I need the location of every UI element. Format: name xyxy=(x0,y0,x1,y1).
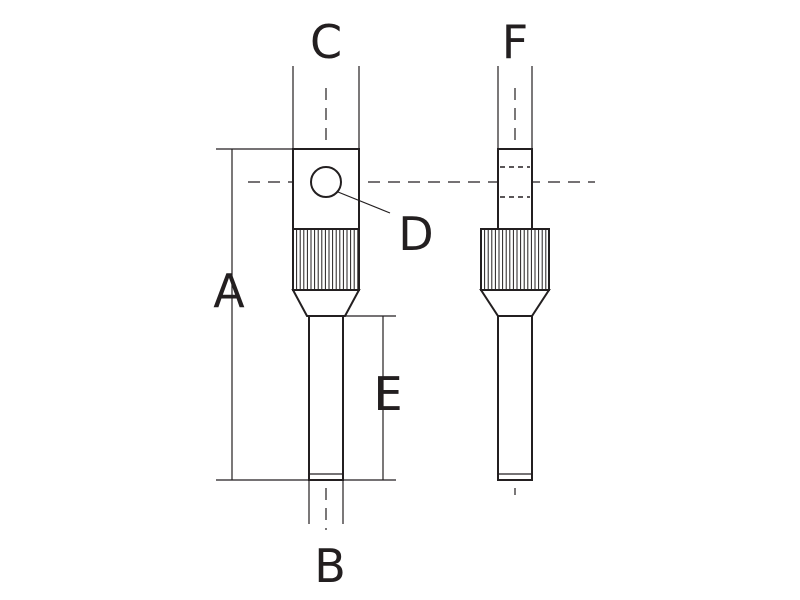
front-knurl-band xyxy=(292,228,360,291)
label-f: F xyxy=(502,15,528,69)
side-view xyxy=(479,88,551,495)
front-knurl-lines xyxy=(296,229,359,290)
front-taper xyxy=(291,289,361,317)
label-c: C xyxy=(310,15,342,69)
dimensions xyxy=(216,66,533,524)
label-e: E xyxy=(373,367,402,421)
side-head-block xyxy=(497,148,533,230)
label-b: B xyxy=(314,539,346,593)
front-view xyxy=(291,88,361,530)
front-hole xyxy=(310,166,342,198)
side-taper xyxy=(479,289,551,317)
side-knurl-lines xyxy=(484,229,547,290)
side-knurl-band xyxy=(480,228,550,291)
front-shaft xyxy=(308,315,344,481)
label-d: D xyxy=(398,207,433,261)
side-shaft xyxy=(497,315,533,481)
dim-d-leader xyxy=(337,191,391,214)
label-a: A xyxy=(213,264,245,318)
